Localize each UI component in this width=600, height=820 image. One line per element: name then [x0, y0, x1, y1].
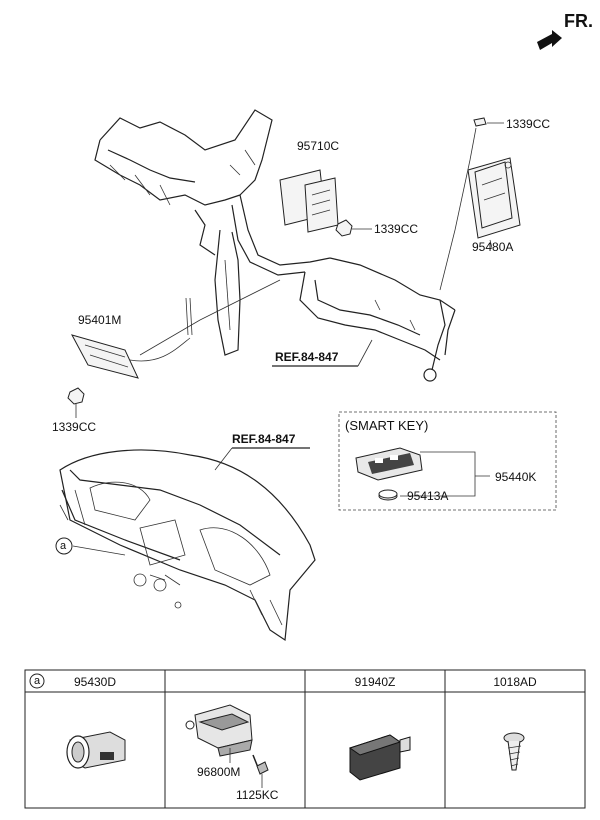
- callout-1339CC-mid: 1339CC: [374, 222, 419, 236]
- ref-lower-leader: [214, 447, 233, 471]
- ref-lower: REF.84-847: [232, 432, 296, 446]
- module-95480A: [467, 157, 521, 249]
- leader-95480A: [439, 127, 477, 291]
- smart-key-box: [338, 411, 557, 511]
- part-1018AD-illustration: [503, 732, 525, 771]
- table-header-91940Z: 91940Z: [354, 675, 396, 689]
- callout-1339CC-left: 1339CC: [52, 420, 97, 434]
- smart-key-title: (SMART KEY): [345, 418, 429, 433]
- callout-95413A: 95413A: [407, 489, 449, 503]
- table-sublabel-1125KC: 1125KC: [236, 788, 279, 802]
- part-95430D-illustration: [66, 731, 126, 769]
- coin-battery: [378, 489, 398, 501]
- front-direction-label: FR.: [564, 11, 593, 31]
- callout-95710C: 95710C: [297, 139, 340, 153]
- front-arrow-icon: [537, 30, 562, 50]
- ref-upper: REF.84-847: [275, 350, 339, 364]
- part-96800M-illustration: [185, 704, 253, 763]
- leader-95401M: [139, 279, 281, 356]
- callout-1339CC-top: 1339CC: [506, 117, 551, 131]
- part-91940Z-illustration: [348, 734, 411, 781]
- table-header-1018AD: 1018AD: [493, 675, 537, 689]
- cowl-cross-bar: [94, 109, 456, 382]
- smart-key-leaders: [400, 451, 490, 497]
- circle-a-marker-icon: [55, 537, 73, 555]
- smart-key-fob: [355, 447, 423, 481]
- nut-1339CC-left: [67, 387, 85, 418]
- module-95710C: [279, 169, 339, 233]
- callout-95440K: 95440K: [495, 470, 537, 484]
- dashboard-crash-pad: [59, 449, 316, 642]
- callout-95480A: 95480A: [472, 240, 514, 254]
- nut-1339CC-mid: [335, 219, 372, 237]
- clip-1339CC-top: [473, 117, 504, 127]
- ref-upper-leader: [357, 339, 373, 367]
- table-marker-a: a: [34, 675, 41, 687]
- circle-a-label: a: [60, 540, 67, 552]
- screw-1125KC: [252, 754, 269, 788]
- callout-95401M: 95401M: [78, 313, 122, 327]
- table-sublabel-96800M: 96800M: [197, 765, 241, 779]
- table-header-95430D: 95430D: [73, 675, 117, 689]
- module-95401M: [71, 334, 191, 379]
- parts-table: [24, 669, 586, 809]
